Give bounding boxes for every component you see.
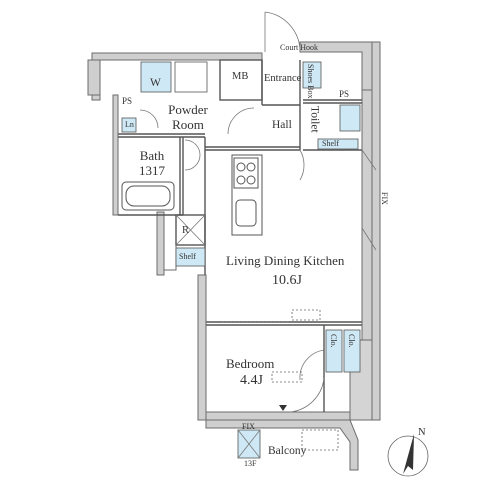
dashed-marks: [222, 309, 339, 451]
clo2-fixture: [343, 329, 361, 373]
shelf-toilet-fixture: [317, 138, 359, 150]
label-shoes-box: Shoes Box: [306, 64, 315, 99]
label-toilet: Toilet: [308, 106, 321, 133]
label-court-hook: Court Hook: [280, 43, 318, 52]
shoes-box: [302, 61, 322, 89]
balcony-cross: [237, 429, 261, 459]
door-swings: [139, 11, 377, 413]
label-w: W: [150, 77, 161, 89]
label-shelf-toilet: Shelf: [322, 139, 339, 148]
label-mb: MB: [232, 71, 249, 82]
label-ps-left: PS: [122, 96, 133, 106]
label-balcony: Balcony: [268, 445, 307, 457]
compass-label: N: [418, 427, 426, 438]
shelf-left-fixture: [175, 247, 206, 267]
label-ldk: Living Dining Kitchen: [226, 253, 345, 268]
ln-fixture: [121, 117, 137, 133]
label-ln: Ln: [125, 120, 134, 129]
label-entrance: Entrance: [264, 73, 302, 84]
label-ldk-size: 10.6J: [272, 273, 302, 288]
label-r: R: [182, 225, 190, 236]
kitchen: [231, 154, 263, 236]
sink-powder: [174, 61, 208, 93]
label-shelf-left: Shelf: [179, 252, 196, 261]
label-clo-1: Clo.: [329, 334, 338, 348]
clo1-fixture: [325, 329, 343, 373]
outer-walls: [87, 41, 381, 471]
compass-icon: [387, 434, 429, 477]
label-bedroom: Bedroom: [226, 356, 275, 371]
label-ps-right: PS: [339, 89, 350, 99]
bathtub: [121, 181, 175, 211]
toilet-fixture: [339, 104, 361, 132]
washer: [140, 61, 172, 93]
label-bath: Bath 1317: [139, 148, 165, 178]
bedroom-marker: [279, 405, 287, 411]
label-bedroom-size: 4.4J: [240, 373, 263, 388]
label-clo-2: Clo.: [347, 334, 356, 348]
label-fix-bottom: FIX: [242, 422, 255, 431]
label-powder-room: Powder Room: [168, 102, 208, 132]
label-hall: Hall: [272, 119, 292, 131]
label-13f: 13F: [244, 459, 257, 468]
label-fix-side: FIX: [380, 192, 389, 205]
r-closet-cross: [175, 214, 206, 246]
